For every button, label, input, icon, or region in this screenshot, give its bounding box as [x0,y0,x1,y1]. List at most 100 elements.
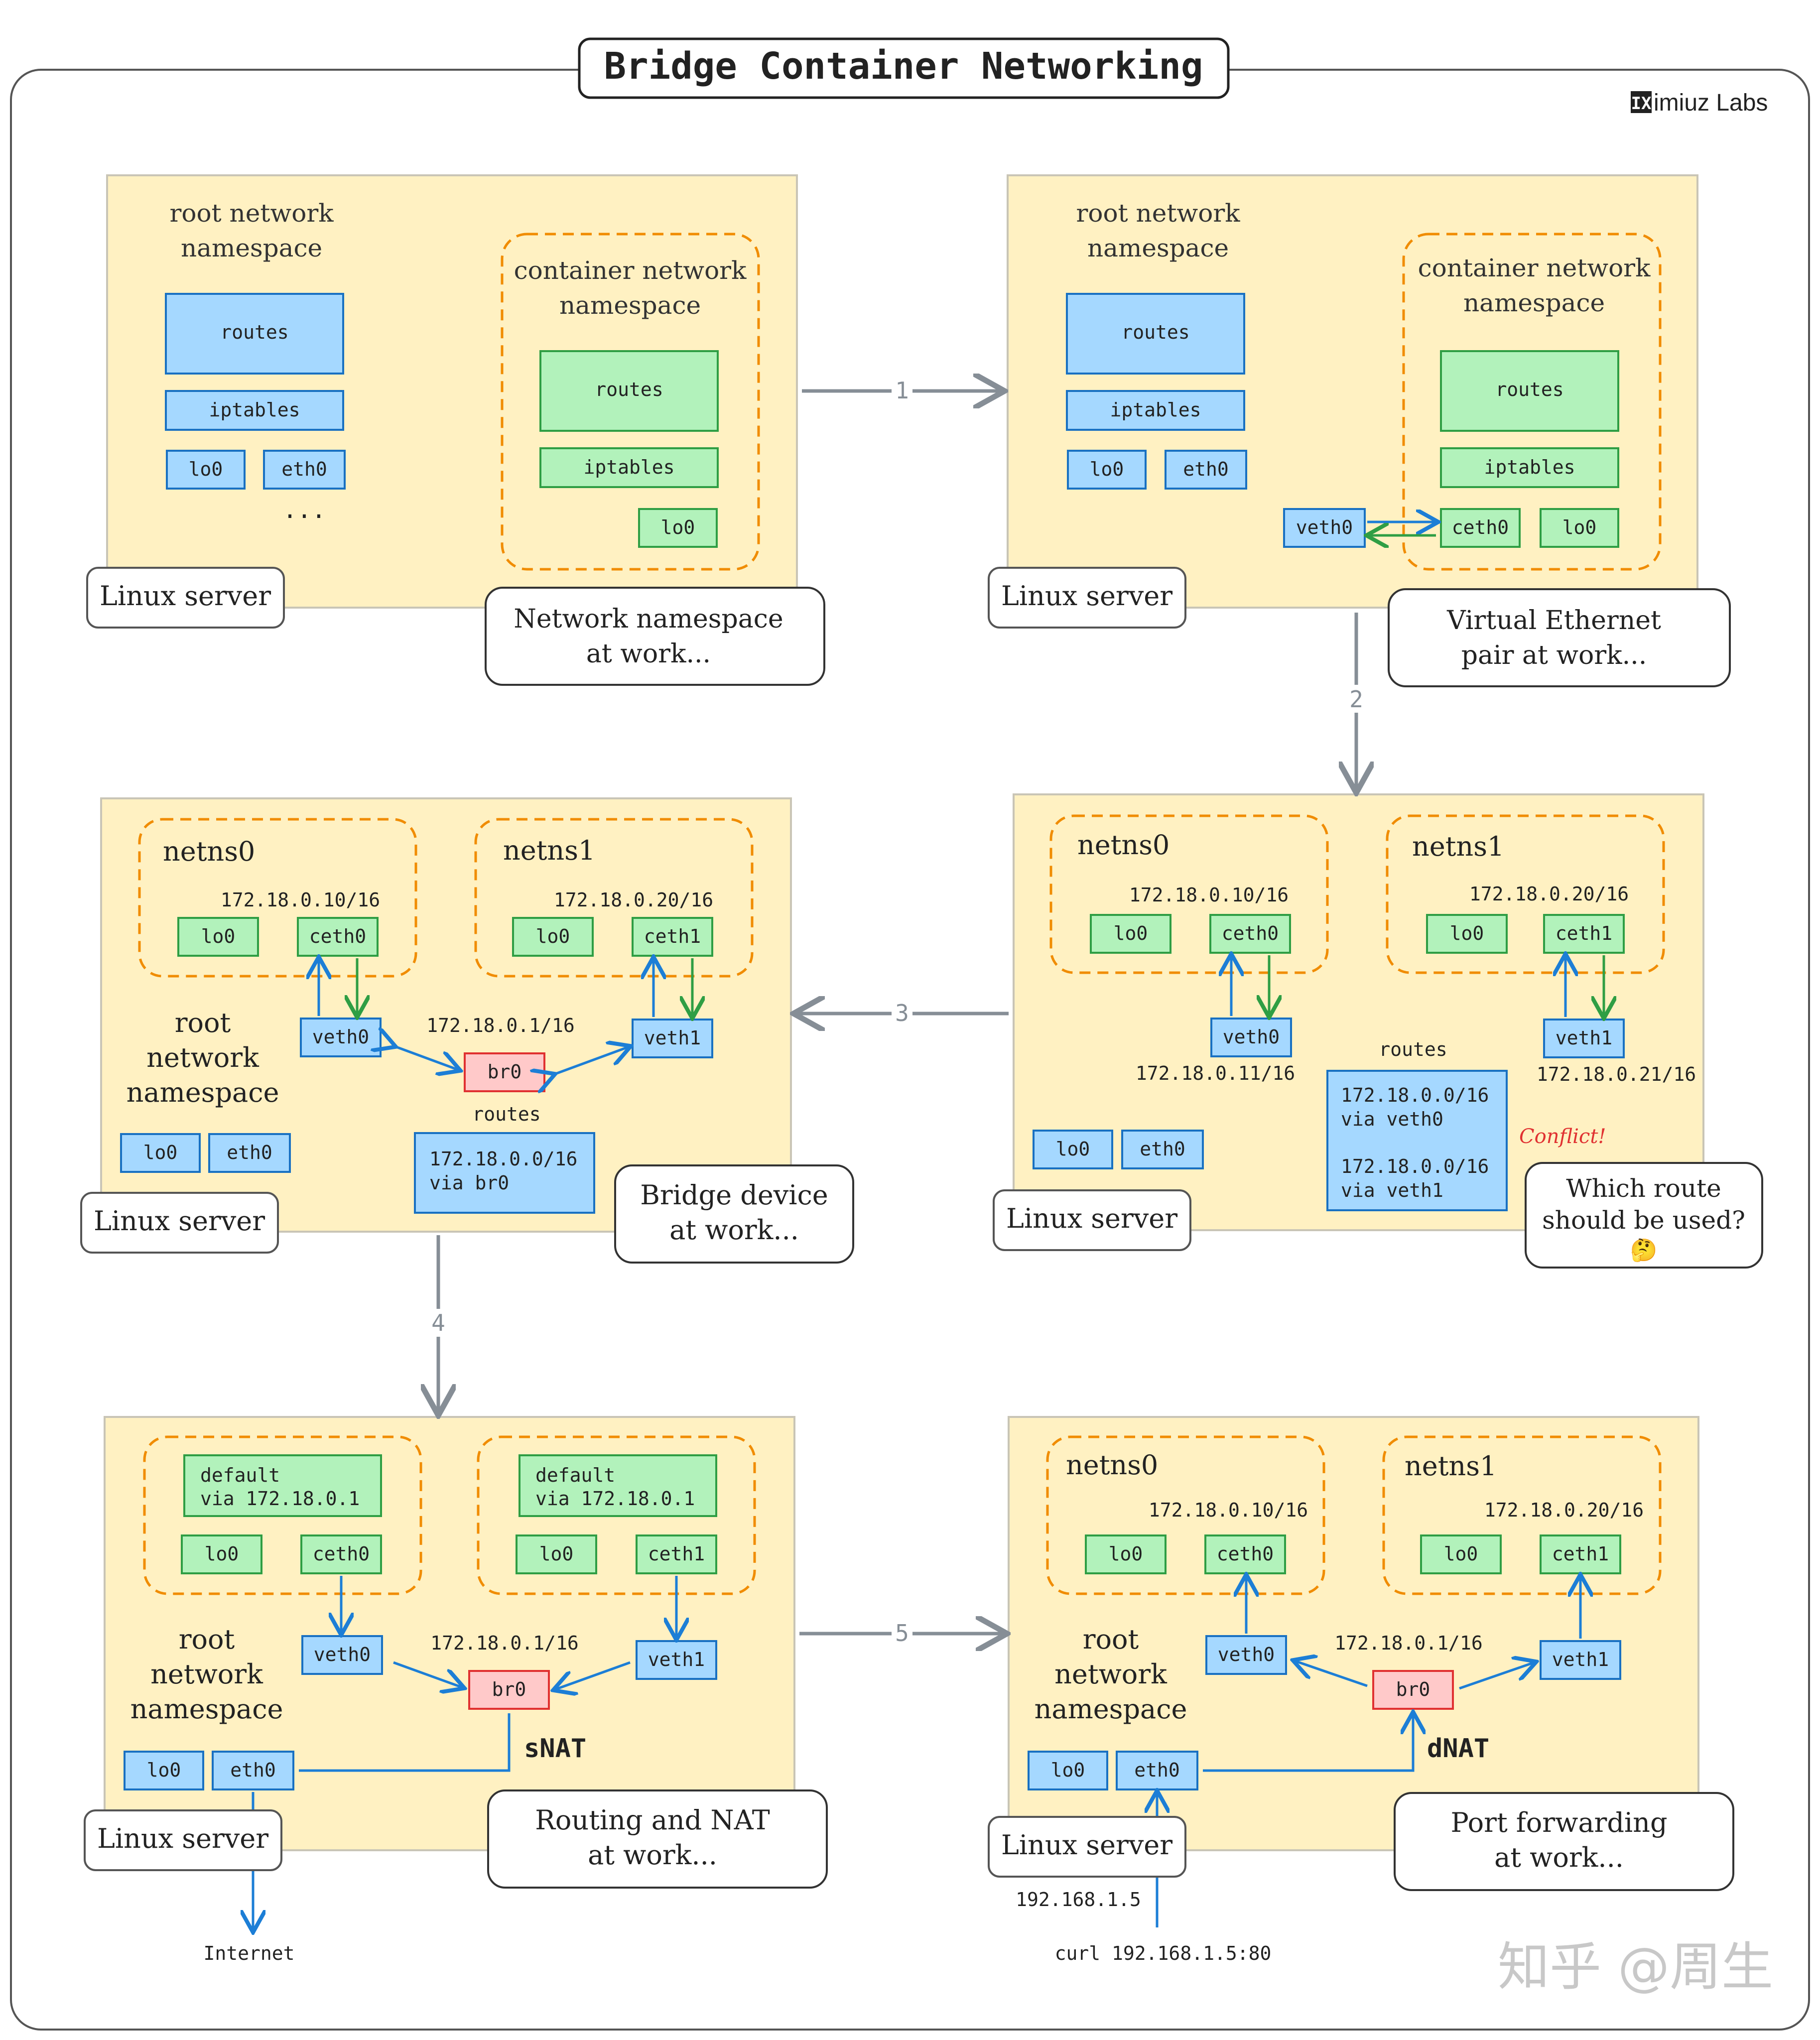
veth1-label: veth1 [648,1649,705,1670]
c-routes-box [1440,350,1619,432]
netns0-label: netns0 [1066,1449,1158,1481]
ceth1-label: ceth1 [1556,922,1612,944]
step-5-bg [892,1621,912,1646]
panel-veth-pair: root network namespace routes iptables l… [988,174,1731,687]
route-b: via br0 [429,1172,509,1194]
ceth1-box [636,1534,717,1574]
root-ns-label: root network [1076,199,1240,228]
page-title: Bridge Container Networking [604,45,1203,88]
caption-line-1: Network namespace [514,604,783,634]
veth0-bridge-arrow [393,1046,458,1070]
route-a: 172.18.0.0/16 [429,1148,577,1170]
eth0-box [212,1751,294,1790]
veth0-box [300,1018,382,1057]
netns1-box [477,1435,756,1595]
eth0-box [263,450,346,490]
lo0-a-label: lo0 [1114,922,1148,944]
ceth1-label: ceth1 [644,925,701,947]
container-ns-label-2: namespace [1463,288,1605,317]
panel-bridge-device: netns0 172.18.0.10/16 lo0 ceth0 netns1 1… [80,797,854,1264]
lo0-a-box [181,1534,262,1574]
step-3-bg [892,1001,912,1026]
host-ip-label: 192.168.1.5 [1016,1889,1141,1911]
server-tag [988,1816,1186,1878]
lo0-b-label: lo0 [1450,922,1484,944]
route-2b: via veth1 [1341,1179,1443,1201]
route-2a: 172.18.0.0/16 [1341,1155,1489,1177]
netns1-box [1386,814,1665,974]
lo0-box [166,450,246,490]
routes-box [1066,293,1245,375]
eth0-box [1121,1130,1204,1169]
caption-line-1: Bridge device [640,1179,828,1211]
container-ns-label: container network [514,256,747,285]
lo0-box [124,1751,204,1790]
caption-line-1: Routing and NAT [535,1804,770,1836]
veth1-label: veth1 [1556,1027,1612,1049]
brand-logo-icon [1631,91,1652,113]
root-ns-label-3: namespace [1035,1693,1187,1725]
iptables-label: iptables [209,399,300,421]
lo0-a-label: lo0 [205,1543,239,1565]
netns1-box [1382,1435,1662,1595]
root-ns-label-3: namespace [127,1077,279,1108]
lo0-box [1028,1751,1108,1790]
netns0-ip: 172.18.0.10/16 [1149,1499,1308,1521]
c-iptables-label: iptables [1484,456,1575,478]
lo0-label: lo0 [1056,1138,1090,1160]
iptables-label: iptables [1110,399,1201,421]
root-ns-label-2: network [150,1658,263,1690]
panel-network-namespace: root network namespace routes iptables l… [86,174,825,686]
c-lo0-box [638,508,718,548]
brand-name: imiuz Labs [1654,90,1768,116]
lo0-b-label: lo0 [1444,1543,1478,1565]
routes-box [165,293,344,375]
veth0-box [1205,1635,1287,1675]
veth0-label: veth0 [1296,516,1353,538]
ceth0-label: ceth0 [313,1543,370,1565]
c-iptables-box [539,447,719,488]
eth0-label: eth0 [227,1142,272,1163]
curl-command: curl 192.168.1.5:80 [1055,1942,1272,1964]
br0-label: br0 [488,1061,522,1083]
ceth0-box [297,917,379,957]
ceth1-box [1543,914,1625,954]
lo0-box [1033,1130,1113,1169]
iptables-box [1066,390,1245,431]
title-box [578,37,1230,99]
caption-box [485,587,825,686]
caption-line-2: pair at work... [1461,640,1647,670]
caption-line-1: Virtual Ethernet [1446,606,1661,636]
veth0-label: veth0 [314,1644,371,1665]
step-4-number: 4 [431,1309,445,1336]
container-ns-label: container network [1418,254,1651,282]
veth1-box [1540,1640,1621,1680]
snat-label: sNAT [524,1734,586,1764]
routes-label: routes [220,321,288,343]
veth0-box [1283,508,1366,548]
caption-line-2: at work... [1494,1842,1624,1873]
c-routes-box [539,350,719,432]
ceth0-box [1440,508,1521,548]
step-2-bg [1345,685,1368,713]
routes-label: routes [1379,1038,1447,1060]
eth0-label: eth0 [1183,458,1229,480]
iptables-box [165,390,344,431]
lo0-b-box [516,1534,597,1574]
lo0-b-box [1426,914,1508,954]
bridge-to-veth0-arrow [1295,1661,1368,1687]
caption-line-2: should be used? [1542,1206,1745,1235]
br0-label: br0 [492,1678,526,1700]
eth0-label: eth0 [230,1759,276,1781]
ceth0-box [300,1534,382,1574]
veth1-bridge-arrow [555,1661,631,1689]
veth1-bridge-arrow [553,1047,629,1075]
root-ns-label-2: network [146,1042,260,1073]
caption-line-2: at work... [669,1214,799,1246]
netns0-box [1046,1435,1325,1595]
lo0-b-box [1420,1534,1502,1574]
container-ns-box [501,233,760,571]
eth0-box [1165,450,1247,490]
lo0-label: lo0 [147,1759,181,1781]
